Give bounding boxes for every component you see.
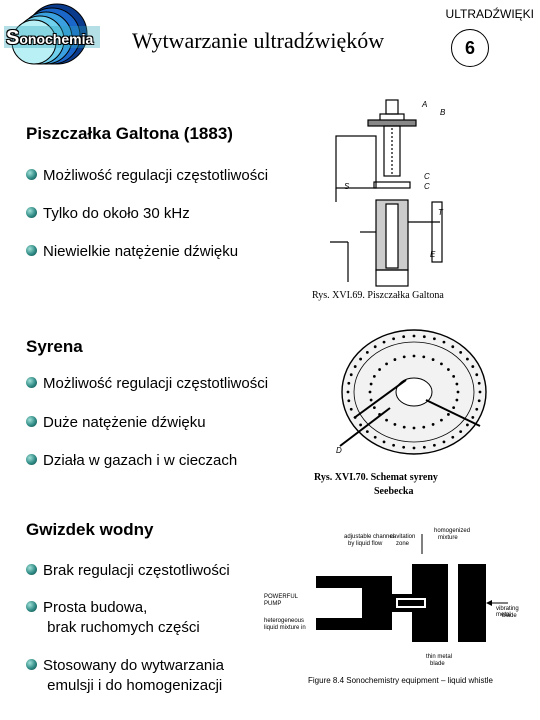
sonochemia-logo: [2, 2, 102, 72]
list-item: Możliwość regulacji częstotliwości: [26, 166, 268, 186]
list-item: Możliwość regulacji częstotliwości: [26, 374, 268, 394]
figure-label: liquid mixture in: [264, 625, 306, 631]
figure-label: zone: [396, 541, 410, 547]
figure-label: homogenized: [434, 528, 471, 534]
siren-figure: D Rys. XVI.70. Schemat syreny Seebecka: [314, 318, 500, 500]
figure-label: S: [344, 182, 350, 191]
figure-label: adjustable channel: [344, 534, 395, 540]
siren-diagram: [339, 329, 487, 455]
figure-label: vibrating metal: [496, 606, 519, 618]
figure-label: mixture: [438, 535, 458, 541]
liquid-whistle-diagram: [316, 534, 508, 642]
logo-text: Sonochemia: [6, 27, 94, 49]
figure-label: C: [424, 182, 430, 191]
bullet-icon: [26, 454, 37, 465]
section-heading-water-whistle: Gwizdek wodny: [26, 520, 154, 539]
galton-whistle-figure: A B C C S T E Rys. XVI.69. Piszczałka Ga…: [312, 92, 490, 304]
list-item: Duże natężenie dźwięku: [26, 413, 206, 433]
bullet-icon: [26, 245, 37, 256]
figure-label: A: [422, 100, 428, 109]
figure-label: blade: [502, 613, 517, 619]
figure-label: cavitation: [390, 534, 416, 540]
bullet-icon: [26, 169, 37, 180]
figure-label: E: [430, 250, 436, 259]
list-item: Działa w gazach i w cieczach: [26, 451, 237, 471]
bullet-icon: [26, 416, 37, 427]
figure-label: thin metal: [426, 654, 453, 660]
figure-caption: Figure 8.4 Sonochemistry equipment – liq…: [308, 676, 493, 685]
figure-label: D: [336, 446, 342, 455]
list-item: Prosta budowa, brak ruchomych części: [26, 598, 200, 638]
figure-caption: Seebecka: [374, 486, 414, 497]
figure-caption: Rys. XVI.70. Schemat syreny: [314, 472, 438, 483]
section-heading-galton: Piszczałka Galtona (1883): [26, 124, 233, 143]
topic-label: ULTRADŹWIĘKI: [445, 7, 534, 21]
bullet-icon: [26, 564, 37, 575]
section-heading-siren: Syrena: [26, 337, 83, 356]
list-item: Tylko do około 30 kHz: [26, 204, 190, 224]
liquid-whistle-figure: adjustable channel by liquid flow cavita…: [262, 524, 534, 696]
list-item: Niewielkie natężenie dźwięku: [26, 242, 238, 262]
figure-caption: Rys. XVI.69. Piszczałka Galtona: [312, 290, 444, 301]
figure-label: blade: [430, 661, 445, 667]
figure-label: C: [424, 172, 430, 181]
list-item: Brak regulacji częstotliwości: [26, 561, 230, 581]
bullet-icon: [26, 207, 37, 218]
galton-whistle-diagram: [330, 99, 443, 287]
figure-label: POWERFUL: [264, 594, 299, 600]
bullet-icon: [26, 659, 37, 670]
figure-label: by liquid flow: [348, 541, 383, 547]
figure-label: B: [440, 108, 446, 117]
figure-label: heterogeneous: [264, 618, 305, 624]
page-title: Wytwarzanie ultradźwięków: [132, 28, 385, 53]
figure-label: PUMP: [264, 601, 282, 607]
bullet-icon: [26, 377, 37, 388]
bullet-icon: [26, 601, 37, 612]
figure-label: T: [438, 208, 443, 217]
list-item: Stosowany do wytwarzania emulsji i do ho…: [26, 656, 224, 696]
page-number-badge: 6: [451, 29, 489, 67]
